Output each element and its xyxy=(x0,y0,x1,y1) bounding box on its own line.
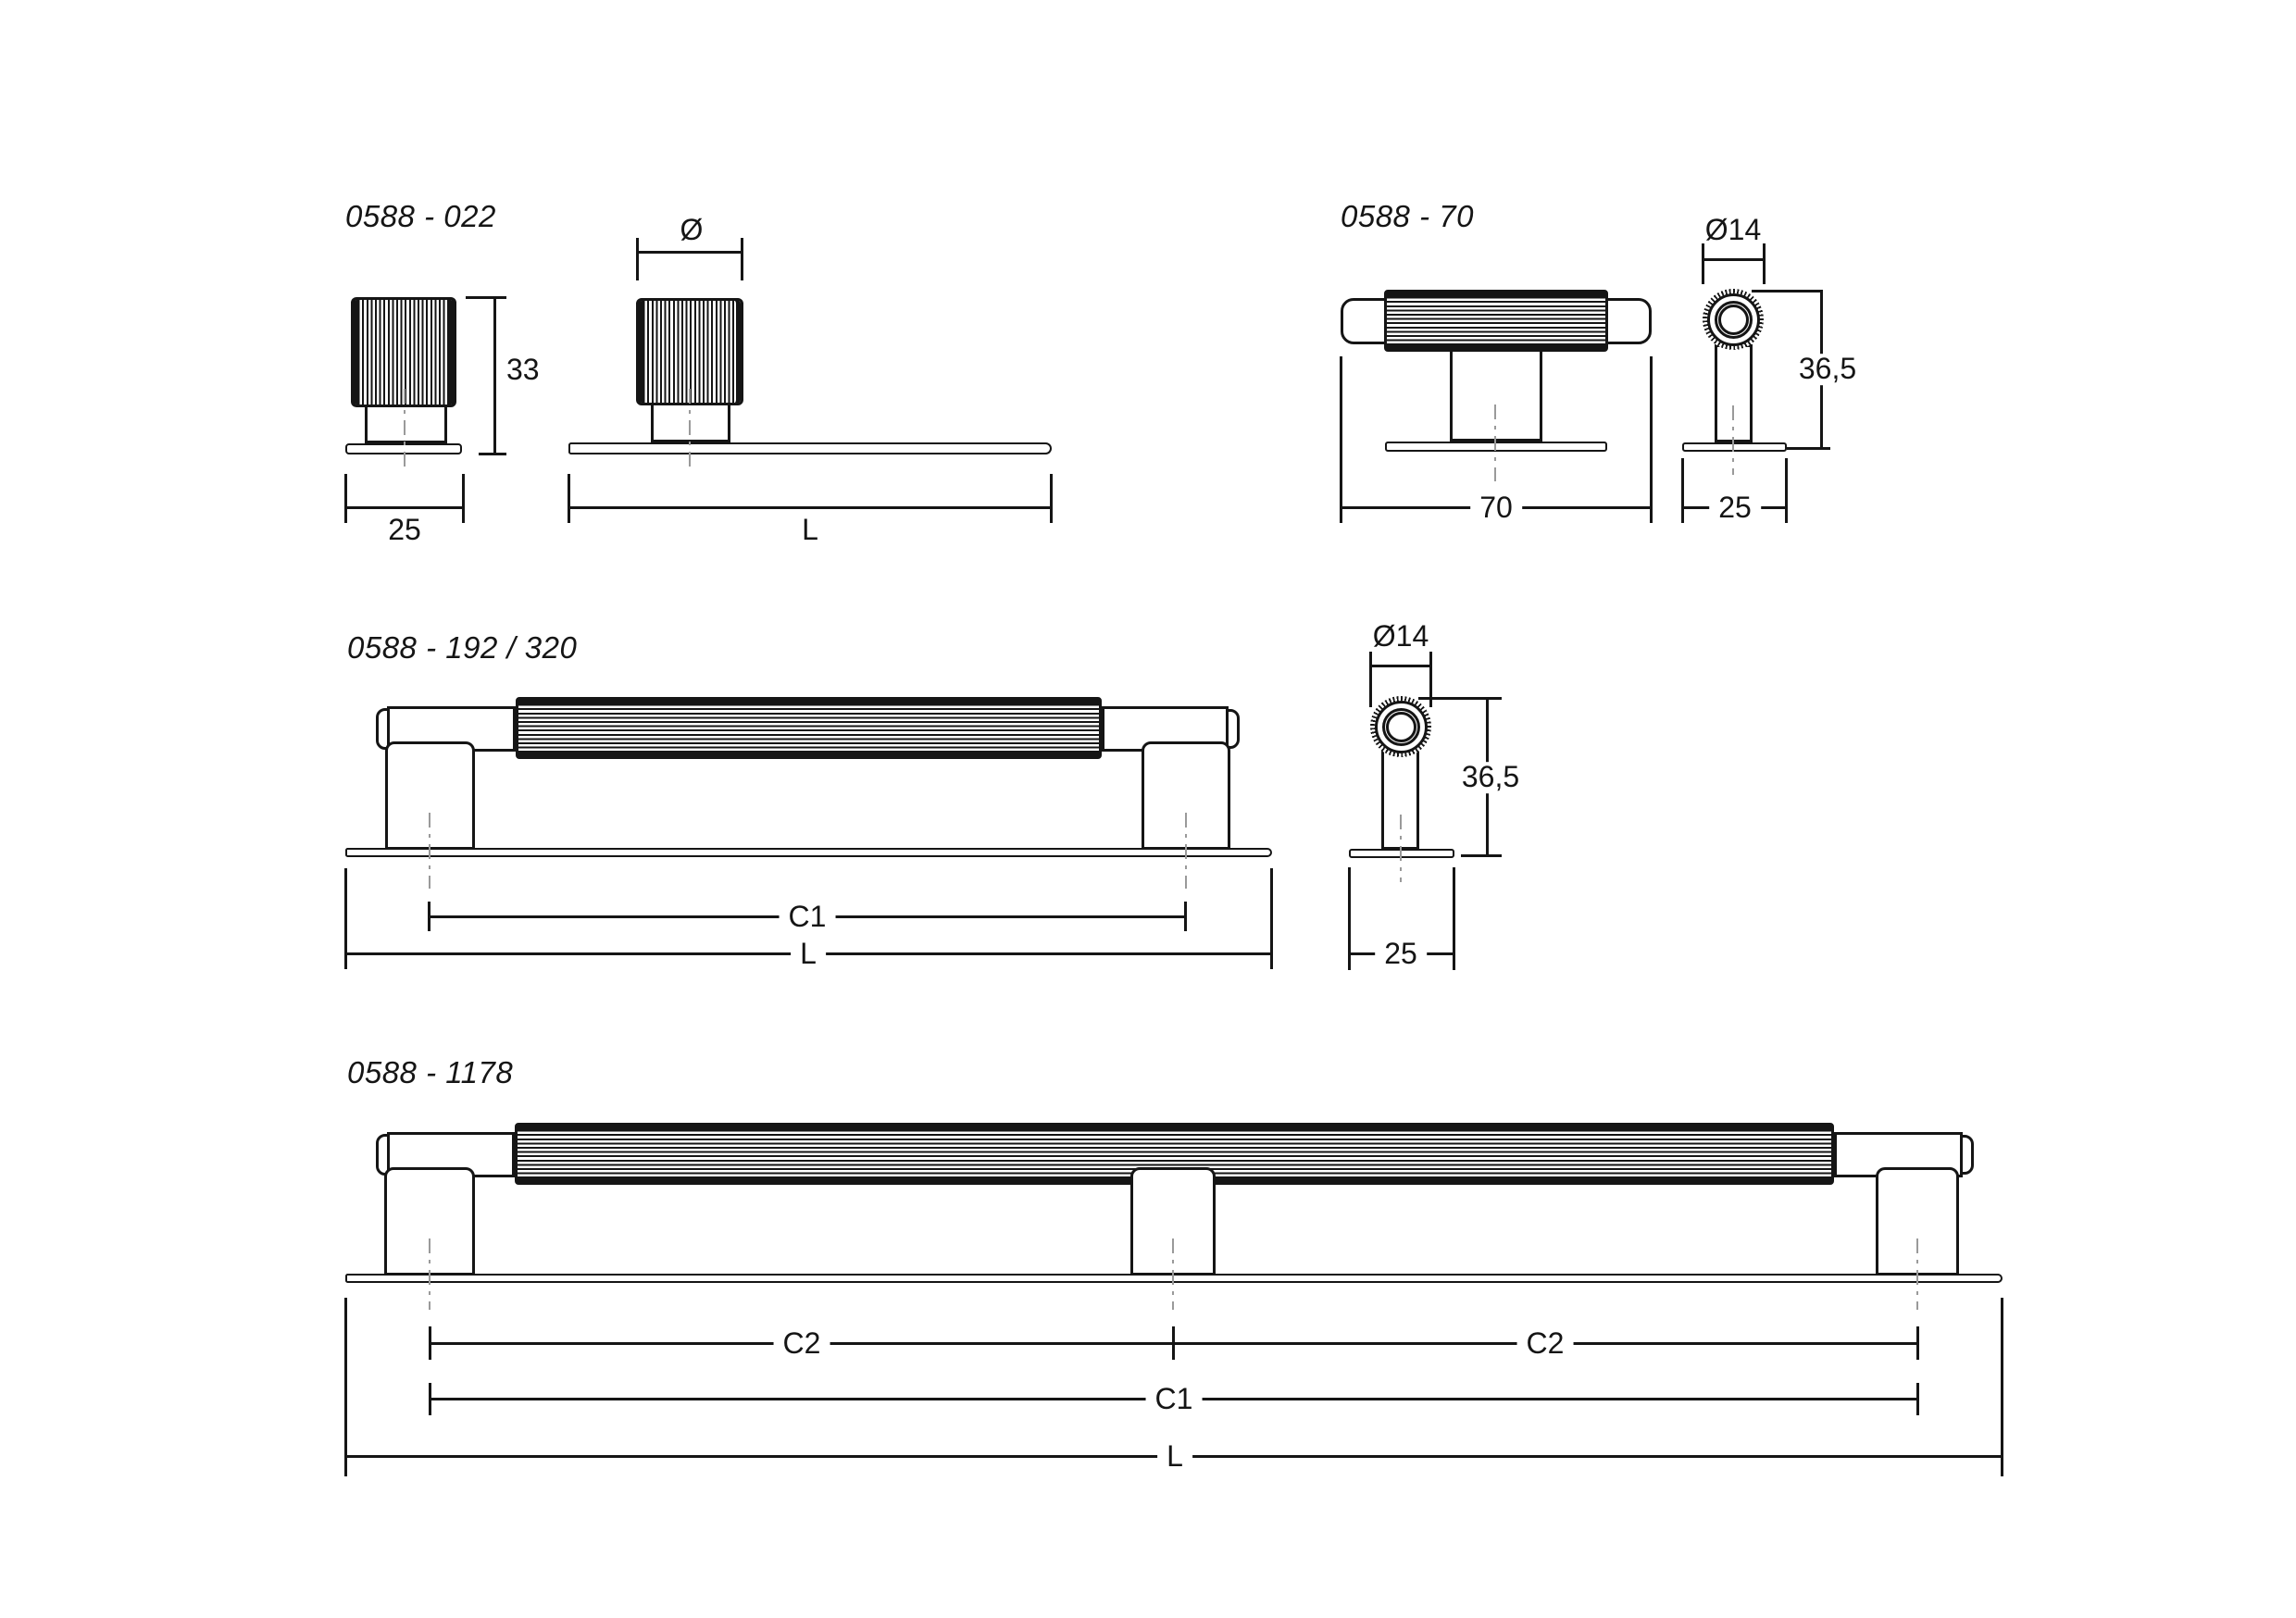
dimension-text-C1: C1 xyxy=(779,902,836,933)
dimension-tick xyxy=(1787,447,1830,450)
bar-inner-ring xyxy=(1717,304,1749,335)
ribbed-bar-front xyxy=(516,697,1102,759)
part-number-label-022: 0588 - 022 xyxy=(345,199,496,233)
reference-line xyxy=(1418,697,1502,700)
dimension-tick xyxy=(1270,868,1273,969)
knurled-bar-end-circle xyxy=(1703,289,1764,350)
dimension-tick xyxy=(428,902,430,931)
centerline xyxy=(1916,1238,1918,1310)
knob-stem-front xyxy=(651,405,730,442)
dimension-tick xyxy=(1429,652,1432,707)
dimension-text-33: 33 xyxy=(506,353,540,386)
dimension-tick xyxy=(1348,867,1351,970)
dimension-text-C2-right: C2 xyxy=(1516,1328,1574,1360)
dimension-text-diameter-14: Ø14 xyxy=(1372,619,1429,653)
dimension-text-25: 25 xyxy=(1375,939,1427,970)
dimension-text-365: 36,5 xyxy=(1452,762,1529,793)
dimension-tick xyxy=(344,1298,347,1476)
dimension-tick xyxy=(1763,243,1766,284)
dimension-tick xyxy=(568,474,570,523)
dimension-line-d14 xyxy=(1370,665,1431,667)
dimension-text-L: L xyxy=(791,939,826,970)
dimension-text-C1: C1 xyxy=(1145,1384,1203,1415)
dimension-tick xyxy=(1916,1326,1919,1360)
centerline xyxy=(1494,404,1496,481)
dimension-text-diameter-14: Ø14 xyxy=(1704,213,1762,246)
ribbed-bar-front xyxy=(1384,290,1608,352)
dimension-tick xyxy=(429,1326,431,1360)
dimension-tick xyxy=(344,474,347,523)
dimension-line-diameter xyxy=(637,251,742,254)
centerline xyxy=(429,813,430,889)
dimension-text-L: L xyxy=(1157,1441,1192,1473)
dimension-tick xyxy=(2001,1298,2003,1476)
dimension-line-33 xyxy=(493,297,496,454)
bar-inner-ring xyxy=(1385,711,1416,742)
dimension-tick xyxy=(344,868,347,969)
knob-long-backplate xyxy=(568,442,1052,454)
ribbed-bar-front xyxy=(515,1123,1834,1185)
dimension-text-L: L xyxy=(802,513,818,546)
extension-line xyxy=(1340,356,1342,523)
centerline xyxy=(1172,1238,1174,1310)
dimension-tick xyxy=(1453,867,1455,970)
dimension-tick xyxy=(1785,458,1788,523)
centerline xyxy=(429,1238,430,1310)
knob-stem-front xyxy=(365,407,447,443)
dimension-tick xyxy=(741,238,743,280)
centerline xyxy=(689,389,691,467)
bar-end-cap-left xyxy=(1341,298,1387,344)
knob-body-front xyxy=(636,298,743,405)
dimension-tick xyxy=(1461,854,1502,857)
dimension-tick xyxy=(1702,243,1704,284)
knob-body-front xyxy=(351,297,456,407)
handle-backplate xyxy=(345,848,1272,857)
bar-backplate-front xyxy=(1385,442,1607,452)
bar-stem-front xyxy=(1450,352,1542,442)
centerline xyxy=(1732,405,1734,475)
bar-backplate-side xyxy=(1682,442,1787,452)
dimension-line-L xyxy=(568,506,1052,509)
reference-line xyxy=(1752,290,1823,292)
extension-line xyxy=(1650,356,1653,523)
dimension-tick xyxy=(462,474,465,523)
dimension-line-25 xyxy=(345,506,464,509)
bar-end-cap-right xyxy=(1605,298,1652,344)
handle-backplate-side xyxy=(1349,849,1454,858)
dimension-tick xyxy=(1681,458,1684,523)
knurled-bar-end-circle xyxy=(1370,696,1431,757)
dimension-tick xyxy=(479,453,506,455)
dimension-tick xyxy=(429,1383,431,1415)
dimension-tick xyxy=(1050,474,1053,523)
dimension-text-25: 25 xyxy=(1709,492,1761,524)
part-number-label-70: 0588 - 70 xyxy=(1341,199,1474,233)
dimension-tick xyxy=(1172,1326,1175,1360)
dimension-tick xyxy=(466,296,506,299)
dimension-text-365: 36,5 xyxy=(1789,354,1866,385)
centerline xyxy=(404,389,406,467)
dimension-text-diameter: Ø xyxy=(680,213,704,246)
centerline xyxy=(1185,813,1187,889)
dimension-tick xyxy=(1184,902,1187,931)
centerline xyxy=(1400,815,1402,882)
dimension-text-C2-left: C2 xyxy=(773,1328,830,1360)
dimension-text-70: 70 xyxy=(1470,492,1522,524)
dimension-tick xyxy=(636,238,639,280)
dimension-line-d14 xyxy=(1703,258,1766,261)
part-number-label-192-320: 0588 - 192 / 320 xyxy=(347,630,578,665)
handle-backplate xyxy=(345,1274,2003,1283)
dimension-tick xyxy=(1916,1383,1919,1415)
dimension-text-25: 25 xyxy=(388,513,421,546)
dimension-tick xyxy=(1369,652,1372,707)
part-number-label-1178: 0588 - 1178 xyxy=(347,1055,514,1089)
